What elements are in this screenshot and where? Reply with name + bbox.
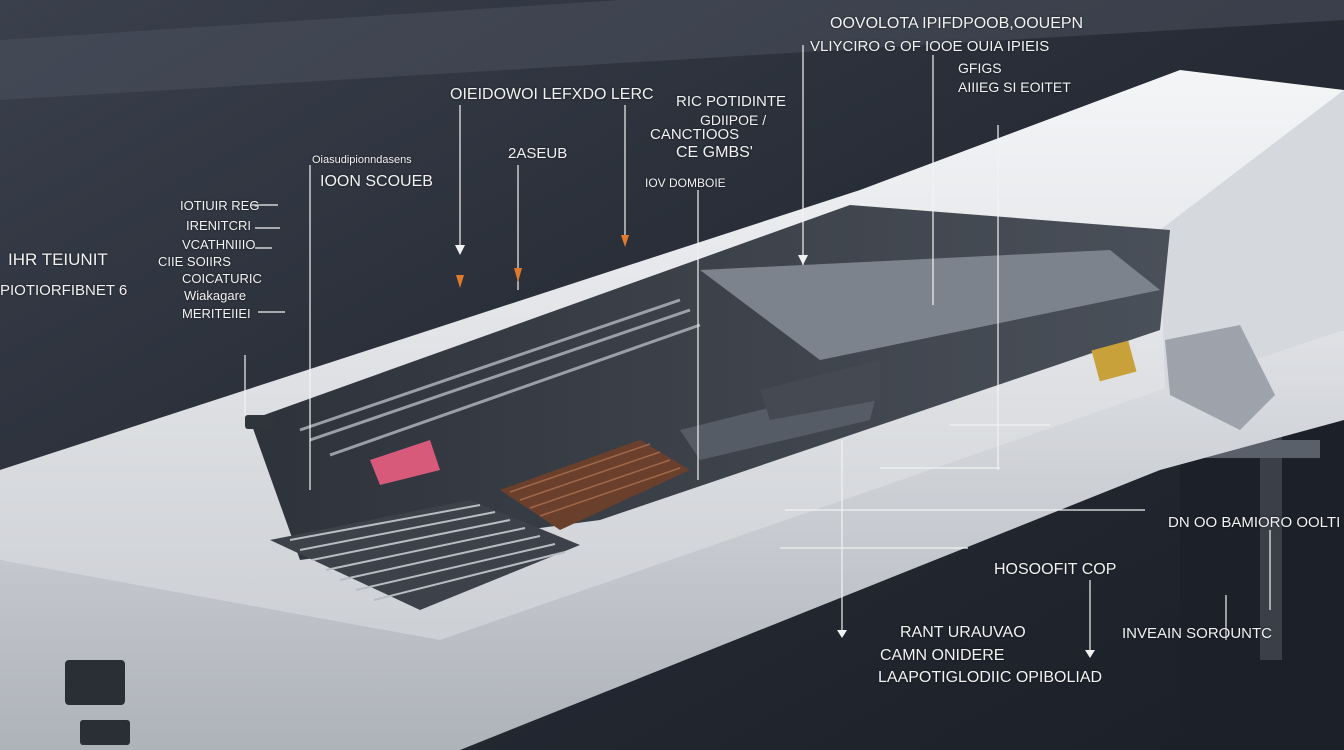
- vent-lines: [289, 504, 566, 601]
- label-bottom-right-2: HOSOOFIT COP: [994, 561, 1117, 578]
- label-top-right-4: AIIIEG SI EOITET: [958, 79, 1071, 95]
- vent-grille: [270, 500, 580, 610]
- module-block-dark: [760, 360, 880, 420]
- side-clamp: [1165, 325, 1275, 430]
- front-port-lower: [80, 720, 130, 745]
- label-left-small: Oiasudipionndasens: [312, 154, 412, 166]
- device-end-cap: [1160, 90, 1344, 390]
- label-bottom-right-3: INVEAIN SOROUNTC: [1122, 625, 1273, 642]
- label-left-list-7: MERITEIIEI: [182, 306, 251, 321]
- label-top-center: OIEIDOWOI LEFXDO LERC: [450, 86, 654, 103]
- label-top-right-2: VLIYCIRO G OF IOOE OUIA IPIEIS: [810, 38, 1050, 55]
- label-left-list-5: COICATURIC: [182, 271, 262, 286]
- label-left-list-2: IRENITCRI: [186, 218, 251, 233]
- label-left-list-3: VCATHNIIIO: [182, 237, 256, 252]
- label-center-d: CE GMBS': [676, 144, 753, 161]
- label-center-a: RIC POTIDINTE: [676, 93, 787, 110]
- pink-chip: [370, 440, 440, 485]
- leader-arrows: [455, 245, 1095, 658]
- slat-group: [299, 298, 701, 457]
- label-left-list-1: IOTIUIR REG: [180, 198, 260, 213]
- label-left-source: IOON SCOUEB: [320, 173, 433, 190]
- orange-markers: [456, 235, 629, 288]
- latch: [245, 415, 275, 429]
- gold-connector: [1091, 340, 1137, 382]
- label-bottom-center-2: CAMN ONIDERE: [880, 647, 1005, 664]
- label-top-right-1: OOVOLOTA IPIFDPOOB,OOUEPN: [830, 15, 1084, 32]
- leader-lines: [244, 45, 1271, 655]
- label-left-list-4: CIIE SOIIRS: [158, 254, 231, 269]
- label-center-b: GDIIPOE /: [700, 112, 767, 128]
- inner-panel: [700, 250, 1160, 360]
- label-bottom-center-3: LAAPOTIGLODIIC OPIBOLIAD: [878, 669, 1103, 686]
- label-top-right-3: GFIGS: [958, 60, 1002, 76]
- label-bottom-right-1: DN OO BAMIORO OOLTI: [1168, 514, 1341, 531]
- front-port: [65, 660, 125, 705]
- heatsink-fins: [509, 443, 681, 517]
- label-center-e: IOV DOMBOIE: [645, 176, 726, 190]
- label-far-left-1: IHR TEIUNIT: [8, 250, 108, 269]
- label-left-list-6: Wiakagare: [184, 288, 247, 303]
- device-front-face: [0, 330, 1344, 750]
- label-bottom-center-1: RANT URAUVAO: [900, 624, 1026, 641]
- background-rail: [0, 0, 1344, 100]
- label-center-c: CANCTIOOS: [650, 126, 740, 143]
- label-far-left-2: PIOTIORFIBNET 6: [0, 282, 128, 299]
- label-center-f: 2ASEUB: [508, 145, 568, 162]
